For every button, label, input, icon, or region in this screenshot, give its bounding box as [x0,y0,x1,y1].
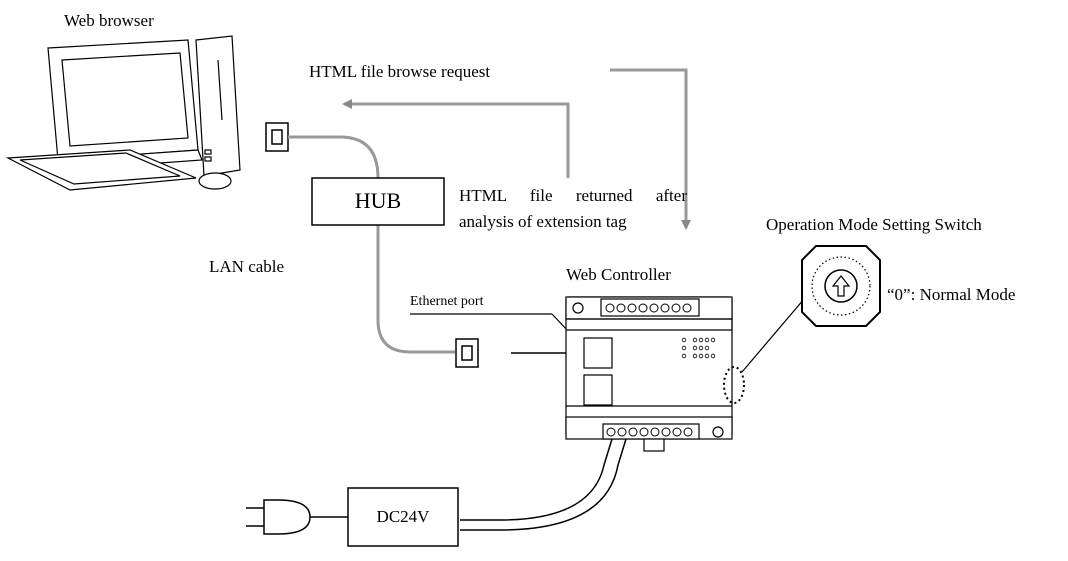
switch-location-marker [723,366,745,404]
hub-label: HUB [354,188,402,213]
rotary-switch-icon [801,245,881,327]
returned-label-line1: HTML file returned after [459,186,687,205]
lan-cable-label: LAN cable [209,257,285,276]
power-plug-icon [246,499,348,535]
ethernet-port-label: Ethernet port [410,294,484,309]
dc24v-label: DC24V [376,507,430,526]
web-browser-label: Web browser [64,11,154,30]
return-arrow [342,99,570,178]
op-switch-label: Operation Mode Setting Switch [766,215,982,234]
web-controller-label: Web Controller [566,265,671,284]
request-arrow [610,68,691,230]
controller-lan-jack-icon [455,338,479,368]
computer-icon [5,35,241,191]
ethernet-port-icon [583,337,613,369]
switch-leader-line [741,291,811,373]
lan-cable [288,135,455,354]
terminal-screws [605,303,693,437]
status-leds [681,337,716,359]
dc24v-box [347,487,459,547]
hub-box [311,177,445,226]
browser-lan-jack-icon [265,122,289,152]
browse-request-label: HTML file browse request [309,62,491,81]
returned-label-line2: analysis of extension tag [459,212,627,231]
web-controller-device [565,296,733,452]
power-cable [460,438,627,531]
normal-mode-label: “0”: Normal Mode [887,285,1016,304]
